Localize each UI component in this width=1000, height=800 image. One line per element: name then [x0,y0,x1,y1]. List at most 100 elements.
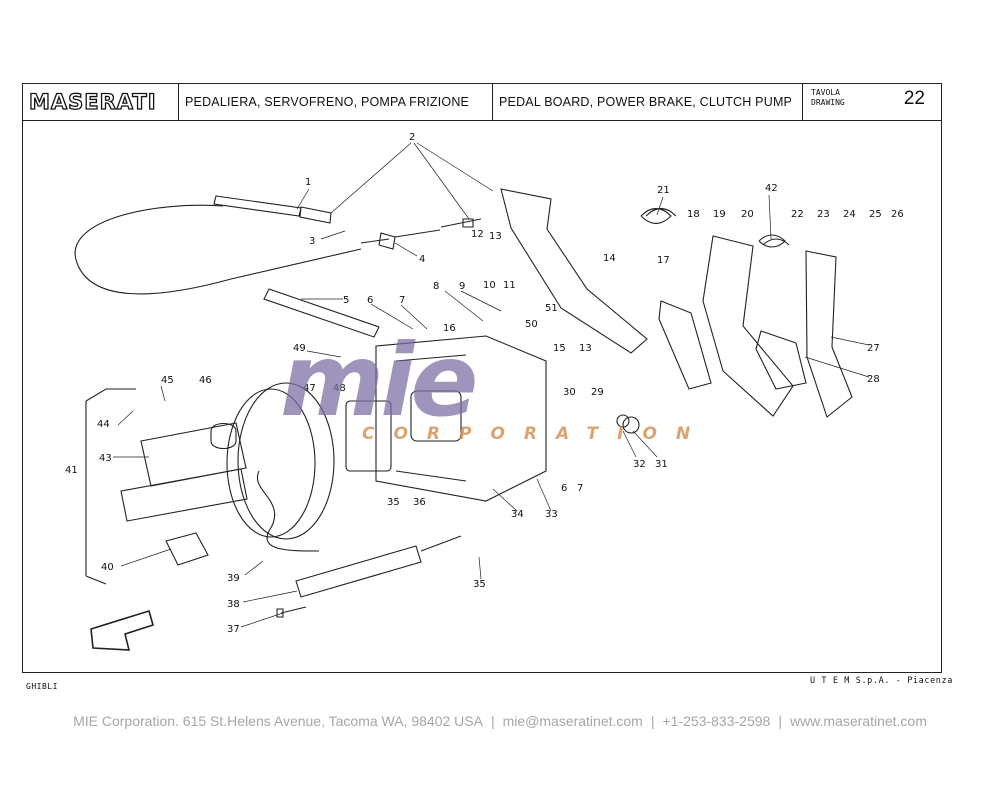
clutch-pedal-arm [500,188,648,354]
fluid-reservoir [140,422,247,487]
part-number: 4 [419,254,425,265]
model-name: GHIBLI [26,682,58,691]
part-number: 40 [101,562,114,573]
part-number: 27 [867,343,880,354]
booster-gasket [345,400,392,472]
part-number: 2 [409,132,415,143]
part-numbers: 1 2 3 4 5 6 7 8 9 10 11 12 13 13 14 15 1… [65,132,904,635]
clutch-pump-pushrod [420,535,462,552]
pushrod [263,288,380,338]
drawing-label-en: DRAWING [811,98,845,107]
part-number: 47 [303,383,316,394]
mounting-bolt [276,606,307,618]
part-number: 13 [579,343,592,354]
part-number: 9 [459,281,465,292]
title-block: MASERATI PEDALIERA, SERVOFRENO, POMPA FR… [23,84,941,121]
title-english-cell: PEDAL BOARD, POWER BRAKE, CLUTCH PUMP [493,84,803,120]
part-number: 10 [483,280,496,291]
brake-pedal-pad [755,330,807,390]
brake-booster [237,382,335,540]
part-number: 17 [657,255,670,266]
part-number: 45 [161,375,174,386]
part-number: 3 [309,236,315,247]
clutch-hose [256,470,320,552]
part-number: 19 [713,209,726,220]
clutch-pedal-pad [658,300,712,390]
footer: MIE Corporation. 615 St.Helens Avenue, T… [0,713,1000,729]
part-number: 20 [741,209,754,220]
footer-separator: | [778,713,782,729]
washer-31 [622,416,640,434]
part-number: 8 [433,281,439,292]
drawing-label-it: TAVOLA [811,88,840,97]
brand-logo-cell: MASERATI [23,84,179,120]
part-number: 1 [305,177,311,188]
cable-clevis [360,229,441,250]
pedal-box [375,335,547,502]
title-italian-cell: PEDALIERA, SERVOFRENO, POMPA FRIZIONE [179,84,493,120]
title-italian: PEDALIERA, SERVOFRENO, POMPA FRIZIONE [185,95,470,109]
part-number: 26 [891,209,904,220]
footer-address: MIE Corporation. 615 St.Helens Avenue, T… [73,713,483,729]
part-number: 31 [655,459,668,470]
part-number: 25 [869,209,882,220]
part-number: 42 [765,183,778,194]
part-number: 23 [817,209,830,220]
clutch-cable [74,204,362,295]
part-number: 35 [473,579,486,590]
part-number: 37 [227,624,240,635]
part-number: 39 [227,573,240,584]
footer-email[interactable]: mie@maseratinet.com [502,713,643,729]
accelerator-arm [805,250,853,418]
exploded-parts-diagram: 1 2 3 4 5 6 7 8 9 10 11 12 13 13 14 15 1… [65,132,904,651]
footer-website[interactable]: www.maseratinet.com [789,713,927,729]
flange-plate [165,532,209,566]
washer-32 [616,414,630,428]
part-number: 18 [687,209,700,220]
part-number: 7 [399,295,405,306]
part-number: 14 [603,253,616,264]
part-number: 38 [227,599,240,610]
pedal-box-window [410,390,462,442]
part-number: 13 [489,231,502,242]
part-number: 12 [471,229,484,240]
drawing-number: 22 [903,88,925,109]
clutch-master-cylinder [295,545,422,598]
part-number: 46 [199,375,212,386]
part-number: 15 [553,343,566,354]
title-english: PEDAL BOARD, POWER BRAKE, CLUTCH PUMP [499,95,793,109]
part-number: 33 [545,509,558,520]
manufacturer: U T E M S.p.A. - Piacenza [810,676,953,686]
part-number: 36 [413,497,426,508]
part-number: 6 [367,295,373,306]
part-number: 41 [65,465,78,476]
part-number: 5 [343,295,349,306]
return-spring [640,207,677,225]
part-number: 43 [99,453,112,464]
part-number: 35 [387,497,400,508]
brake-pedal-arm [702,235,794,417]
part-number: 50 [525,319,538,330]
assembly-bracket [85,388,136,585]
drawing-sheet: MASERATI PEDALIERA, SERVOFRENO, POMPA FR… [22,83,942,673]
part-number: 7 [577,483,583,494]
part-number: 48 [333,383,346,394]
footer-separator: | [650,713,655,729]
part-number: 51 [545,303,558,314]
part-number: 22 [791,209,804,220]
part-number: 24 [843,209,856,220]
clevis-pin [440,218,482,228]
footer-phone[interactable]: +1-253-833-2598 [662,713,771,729]
pedal-spring [758,234,790,248]
leader-lines [113,142,870,628]
part-number: 29 [591,387,604,398]
part-number: 30 [563,387,576,398]
part-number: 44 [97,419,110,430]
reservoir-cap [210,422,237,450]
part-number: 16 [443,323,456,334]
part-number: 49 [293,343,306,354]
part-number: 11 [503,280,516,291]
maserati-logo: MASERATI [28,89,157,114]
